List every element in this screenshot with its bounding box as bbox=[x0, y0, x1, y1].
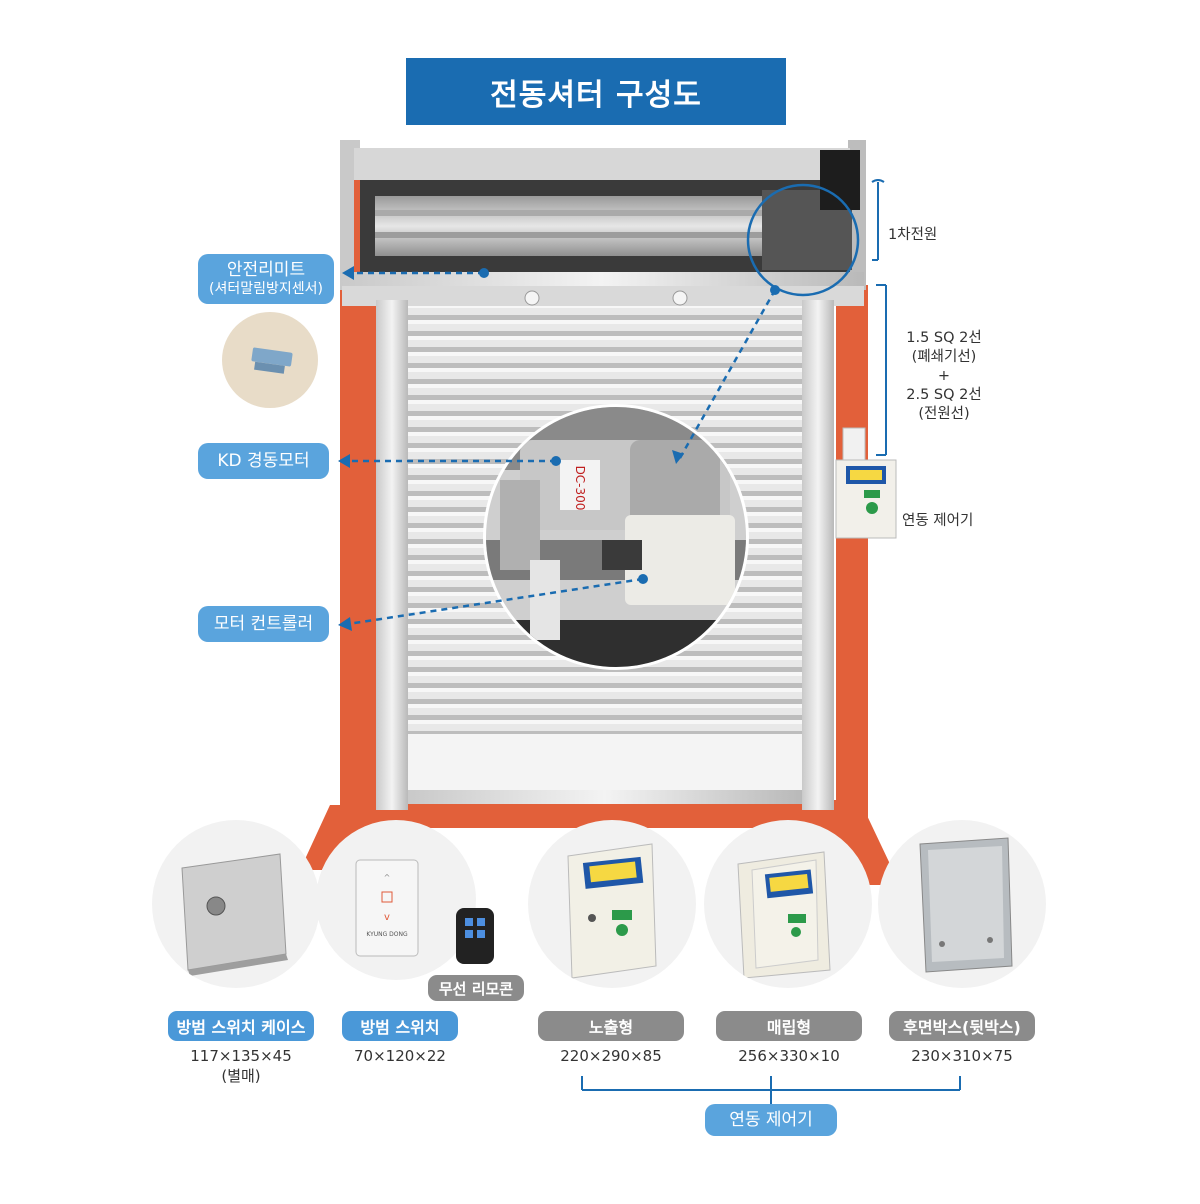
wire-spec-line-3: 2.5 SQ 2선 bbox=[906, 387, 982, 403]
back-box-photo bbox=[878, 820, 1046, 988]
callout-motor-controller: 모터 컨트롤러 bbox=[198, 606, 329, 642]
product-label-switch-case: 방범 스위치 케이스 bbox=[168, 1011, 314, 1041]
embedded-controller-photo bbox=[704, 820, 872, 988]
remote-control-icon bbox=[456, 908, 494, 964]
switch-case-photo bbox=[152, 820, 320, 988]
callout-safety-limit-main: 안전리미트 bbox=[226, 260, 306, 280]
callout-connectors bbox=[347, 271, 777, 626]
svg-text:DC-300: DC-300 bbox=[573, 466, 587, 511]
dims-switch-case-note: (별매) bbox=[221, 1067, 261, 1085]
connector-ends bbox=[338, 266, 780, 631]
wire-spec-block: 1.5 SQ 2선 (폐쇄기선) + 2.5 SQ 2선 (전원선) bbox=[894, 329, 994, 424]
primary-power-label: 1차전원 bbox=[888, 227, 938, 243]
wall-switch bbox=[842, 427, 866, 465]
motor-zoom-photo: DC-300 bbox=[483, 404, 749, 670]
product-label-exposed: 노출형 bbox=[538, 1011, 684, 1041]
svg-text:KYUNG DONG: KYUNG DONG bbox=[366, 931, 408, 938]
bottom-bar bbox=[408, 790, 802, 804]
dims-exposed: 220×290×85 bbox=[560, 1047, 662, 1065]
callout-safety-limit: 안전리미트 (셔터말림방지센서) bbox=[198, 254, 334, 304]
wire-spec-line-1: 1.5 SQ 2선 bbox=[906, 330, 982, 346]
product-label-embedded: 매립형 bbox=[716, 1011, 862, 1041]
dims-switch-case: 117×135×45 (별매) bbox=[168, 1046, 314, 1086]
callout-safety-limit-sub: (셔터말림방지센서) bbox=[209, 281, 323, 297]
product-label-switch: 방범 스위치 bbox=[342, 1011, 458, 1041]
svg-text:v: v bbox=[384, 912, 390, 923]
sensor-photo bbox=[222, 312, 318, 408]
svg-text:^: ^ bbox=[384, 873, 391, 882]
product-label-back-box: 후면박스(뒷박스) bbox=[889, 1011, 1035, 1041]
callout-motor-controller-label: 모터 컨트롤러 bbox=[213, 614, 314, 634]
embedded-controller-icon bbox=[737, 851, 831, 979]
wire-spec-line-4: (전원선) bbox=[918, 406, 970, 422]
switch-photo: ^ v KYUNG DONG bbox=[316, 820, 476, 980]
exposed-controller-icon bbox=[567, 843, 657, 979]
group-bracket bbox=[581, 1076, 961, 1104]
dims-embedded: 256×330×10 bbox=[738, 1047, 840, 1065]
dims-back-box: 230×310×75 bbox=[911, 1047, 1013, 1065]
switch-icon: ^ v KYUNG DONG bbox=[355, 859, 419, 957]
shutter-housing bbox=[340, 148, 864, 306]
wire-spec-plus: + bbox=[937, 368, 951, 384]
group-label: 연동 제어기 bbox=[705, 1104, 837, 1136]
remote-label: 무선 리모콘 bbox=[428, 975, 524, 1001]
wire-spec-line-2: (폐쇄기선) bbox=[911, 349, 977, 365]
motor-highlight-ring bbox=[746, 183, 860, 297]
switch-case-icon bbox=[181, 853, 288, 976]
dims-switch: 70×120×22 bbox=[354, 1047, 446, 1065]
controller-box-mounted bbox=[835, 459, 897, 539]
exposed-controller-photo bbox=[528, 820, 696, 988]
dims-switch-case-value: 117×135×45 bbox=[190, 1047, 292, 1065]
limit-sensor-icon bbox=[251, 347, 293, 374]
right-rail bbox=[802, 300, 834, 810]
interlock-controller-label: 연동 제어기 bbox=[902, 513, 974, 529]
page-title: 전동셔터 구성도 bbox=[406, 58, 786, 125]
group-label-text: 연동 제어기 bbox=[729, 1110, 813, 1130]
left-rail bbox=[376, 300, 408, 810]
right-brackets bbox=[871, 179, 887, 456]
back-box-icon bbox=[919, 837, 1013, 973]
callout-motor: KD 경동모터 bbox=[198, 443, 329, 479]
callout-motor-label: KD 경동모터 bbox=[217, 451, 310, 471]
